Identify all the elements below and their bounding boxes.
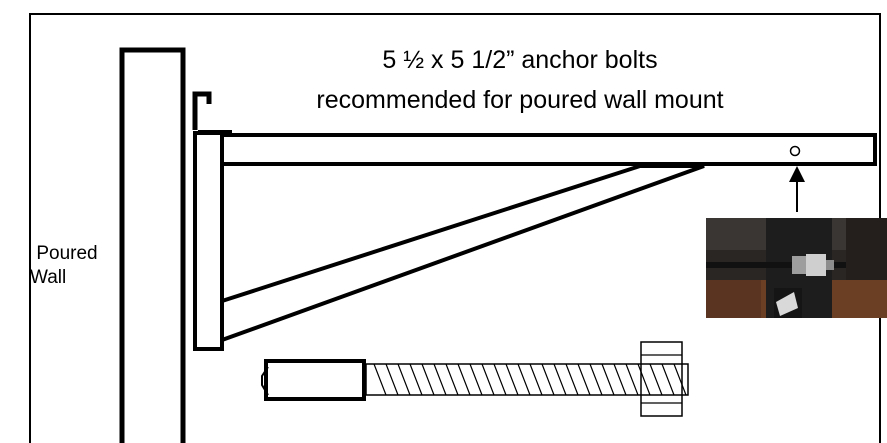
bolt-thread	[565, 363, 579, 396]
bolt-thread	[505, 363, 519, 396]
bolt-thread	[421, 363, 435, 396]
bolt-thread	[553, 363, 567, 396]
bolt-thread	[445, 363, 459, 396]
caption-line-2: recommended for poured wall mount	[316, 86, 724, 114]
bolt-thread	[589, 363, 603, 396]
bolt-thread	[385, 363, 399, 396]
bolt-thread	[649, 363, 663, 396]
wall-label-line-2: Wall	[30, 267, 67, 288]
bracket-arm	[220, 133, 877, 166]
bolt-thread	[481, 363, 495, 396]
bolt-thread	[601, 363, 615, 396]
bolt-thread	[541, 363, 555, 396]
bolt-thread	[637, 363, 651, 396]
bolt-photo	[706, 218, 887, 318]
bolt-thread	[625, 363, 639, 396]
bolt-thread	[457, 363, 471, 396]
bolt-thread	[613, 363, 627, 396]
caption-line-1: 5 ½ x 5 1/2” anchor bolts	[382, 46, 658, 74]
bolt-thread	[517, 363, 531, 396]
bolt-thread	[577, 363, 591, 396]
bolt-thread	[397, 363, 411, 396]
bolt-thread	[469, 363, 483, 396]
bracket-diagonal-brace	[221, 164, 705, 342]
wall-label-line-1: Poured	[36, 243, 98, 264]
bolt-thread	[409, 363, 423, 396]
bolt-thread	[673, 363, 687, 396]
bolt-thread	[529, 363, 543, 396]
poured-wall	[119, 47, 186, 443]
bolt-thread	[661, 363, 675, 396]
anchor-bolt-icon	[261, 341, 689, 417]
mounting-hole	[789, 145, 801, 157]
bolt-thread	[493, 363, 507, 396]
bracket-hook	[192, 91, 212, 130]
arrow-up-icon	[789, 166, 805, 212]
wall-label: Poured Wall	[22, 242, 112, 290]
bolt-thread	[373, 363, 387, 396]
bracket-back-plate	[193, 131, 224, 351]
bolt-thread	[433, 363, 447, 396]
